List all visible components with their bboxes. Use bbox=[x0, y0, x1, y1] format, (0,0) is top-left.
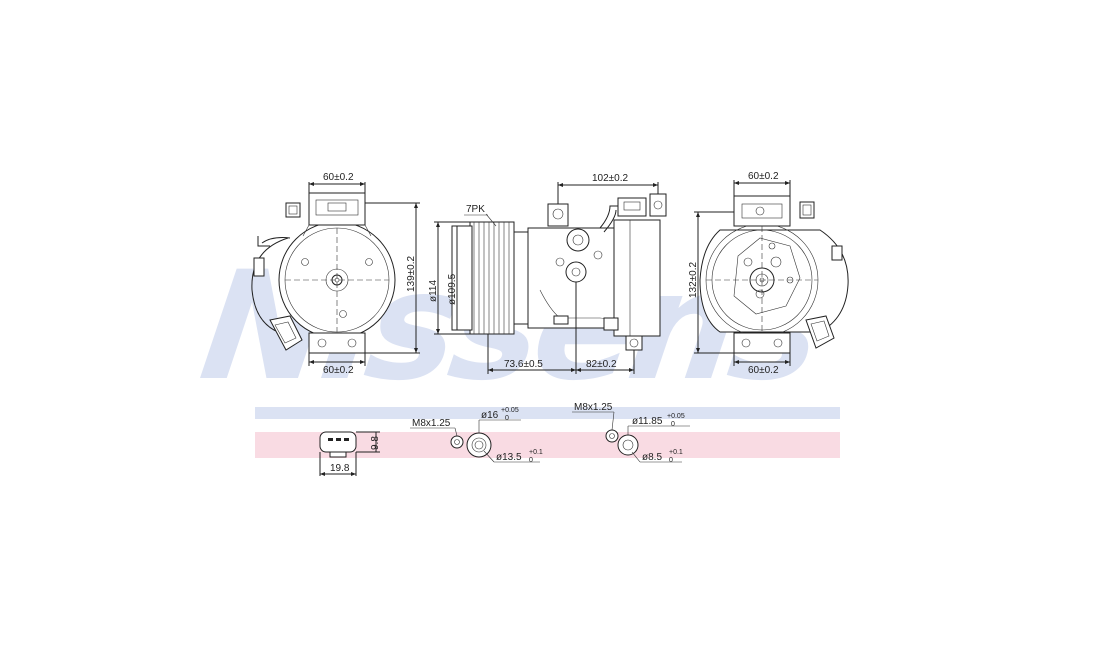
fitting-1-detail: M8x1.25 ø16 +0.05 0 ø13.5 +0.1 0 bbox=[410, 407, 543, 464]
side-pulley bbox=[469, 221, 515, 335]
rear-bottom-width-label: 60±0.2 bbox=[748, 365, 779, 376]
fitting-1-inner-dia-label: ø13.5 bbox=[496, 452, 522, 463]
rear-height-label: 132±0.2 bbox=[688, 261, 699, 298]
fitting-1-inner-tol-upper: +0.1 bbox=[529, 449, 543, 456]
connector-detail: 9.8 19.8 bbox=[319, 431, 381, 476]
pulley-outer-dia-label: ø114 bbox=[428, 280, 439, 302]
side-bottom-right-label: 82±0.2 bbox=[586, 359, 617, 370]
fitting-2-inner-dia-label: ø8.5 bbox=[642, 452, 662, 463]
rear-view: 60±0.2 60±0.2 132±0.2 bbox=[688, 171, 849, 376]
front-height-label: 139±0.2 bbox=[406, 255, 417, 292]
pulley-inner-dia-label: ø109.5 bbox=[447, 273, 458, 305]
fitting-2-thread-label: M8x1.25 bbox=[574, 402, 613, 413]
front-top-width-label: 60±0.2 bbox=[323, 172, 354, 183]
fitting-2-detail: M8x1.25 ø11.85 +0.05 0 ø8.5 +0.1 0 bbox=[572, 402, 690, 464]
front-view: 60±0.2 60±0.2 139±0.2 bbox=[251, 172, 420, 376]
connector-body bbox=[319, 431, 357, 453]
fitting-2-outer-tol-upper: +0.05 bbox=[667, 413, 685, 420]
fitting-1-port bbox=[466, 432, 492, 458]
fitting-2-inner-tol-lower: 0 bbox=[669, 457, 673, 464]
fitting-1-thread-label: M8x1.25 bbox=[412, 418, 451, 429]
side-view: 7PK ø114 ø109.5 102±0.2 73.6±0.5 82±0.2 bbox=[428, 173, 667, 374]
fitting-1-outer-tol-upper: +0.05 bbox=[501, 407, 519, 414]
fitting-2-outer-dia-label: ø11.85 bbox=[632, 416, 663, 427]
connector-width-label: 19.8 bbox=[330, 463, 350, 474]
info-band-blue bbox=[255, 407, 840, 419]
fitting-2-port bbox=[617, 434, 639, 456]
fitting-1-outer-tol-lower: 0 bbox=[505, 415, 509, 422]
connector-height-label: 9.8 bbox=[370, 436, 381, 450]
pulley-type-label: 7PK bbox=[466, 204, 485, 215]
side-top-length-label: 102±0.2 bbox=[592, 173, 629, 184]
fitting-2-outer-tol-lower: 0 bbox=[671, 421, 675, 428]
fitting-2-inner-tol-upper: +0.1 bbox=[669, 449, 683, 456]
side-bottom-left-label: 73.6±0.5 bbox=[504, 359, 543, 370]
fitting-1-inner-tol-lower: 0 bbox=[529, 457, 533, 464]
rear-top-width-label: 60±0.2 bbox=[748, 171, 779, 182]
fitting-1-outer-dia-label: ø16 bbox=[481, 410, 499, 421]
front-bottom-width-label: 60±0.2 bbox=[323, 365, 354, 376]
